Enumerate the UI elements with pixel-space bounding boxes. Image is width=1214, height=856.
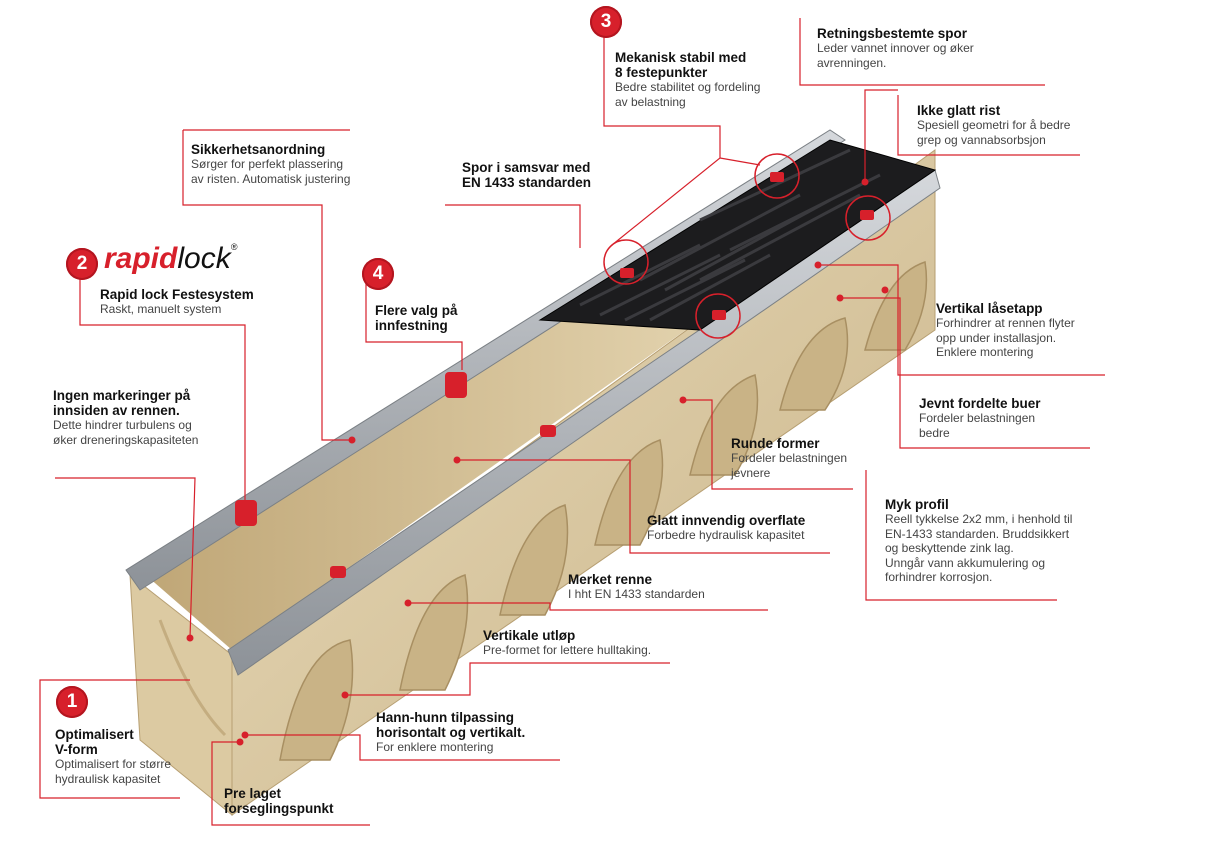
callout-hann-hunn: Hann-hunn tilpassing horisontalt og vert… (376, 710, 525, 755)
callout-desc: Fordeler belastningen jevnere (731, 451, 848, 480)
badge-2: 2 (66, 248, 98, 280)
channel-end-face (129, 573, 233, 817)
callout-title: Optimalisert V-form (55, 727, 134, 757)
callout-desc: Dette hindrer turbulens og øker drenerin… (53, 418, 199, 447)
callout-desc: Raskt, manuelt system (100, 302, 222, 316)
callout-desc: Reell tykkelse 2x2 mm, i henhold til EN-… (885, 512, 1073, 584)
callout-rapid-lock: Rapid lock Festesystem Raskt, manuelt sy… (100, 287, 254, 317)
callout-title: Myk profil (885, 497, 949, 512)
callout-desc: Fordeler belastningen bedre (919, 411, 1036, 440)
callout-myk-profil: Myk profil Reell tykkelse 2x2 mm, i henh… (885, 497, 1072, 585)
callout-title: Ingen markeringer på innsiden av rennen. (53, 388, 191, 418)
callout-title: Runde former (731, 436, 820, 451)
callout-desc: Sørger for perfekt plassering av risten.… (191, 157, 351, 186)
callout-title: Vertikal låsetapp (936, 301, 1043, 316)
callout-title: Spor i samsvar med EN 1433 standarden (462, 160, 592, 190)
callout-title: Hann-hunn tilpassing horisontalt og vert… (376, 710, 526, 740)
leader-dots (186, 178, 889, 746)
callout-title: Vertikale utløp (483, 628, 576, 643)
leader-lines (39, 15, 1105, 826)
logo-part-a: rapid (104, 242, 178, 275)
red-clips (235, 172, 874, 578)
grate (538, 139, 937, 331)
callout-vertikal-laasetapp: Vertikal låsetapp Forhindrer at rennen f… (936, 301, 1075, 360)
callout-runde-former: Runde former Fordeler belastningen jevne… (731, 436, 847, 480)
callout-desc: Optimalisert for større hydraulisk kapas… (55, 757, 172, 786)
callout-desc: Forbedre hydraulisk kapasitet (647, 528, 805, 542)
callout-title: Mekanisk stabil med 8 festepunkter (615, 50, 747, 80)
callout-spor-en1433: Spor i samsvar med EN 1433 standarden (462, 160, 591, 190)
rapidlock-logo: rapidlock® (104, 242, 237, 276)
callout-desc: Bedre stabilitet og fordeling av belastn… (615, 80, 761, 109)
channel-inner-trough (140, 320, 700, 650)
badge-1: 1 (56, 686, 88, 718)
callout-desc: I hht EN 1433 standarden (568, 587, 705, 601)
callout-title: Retningsbestemte spor (817, 26, 968, 41)
callout-desc: For enklere montering (376, 740, 494, 754)
callout-retningsbestemte-spor: Retningsbestemte spor Leder vannet innov… (817, 26, 974, 70)
callout-title: Glatt innvendig overflate (647, 513, 806, 528)
grate-slots (579, 148, 881, 322)
callout-pre-laget: Pre laget forseglingspunkt (224, 786, 334, 816)
callout-title: Jevnt fordelte buer (919, 396, 1041, 411)
callout-ingen-markeringer: Ingen markeringer på innsiden av rennen.… (53, 388, 198, 447)
highlight-circles (603, 153, 891, 339)
badge-3: 3 (590, 6, 622, 38)
callout-desc: Forhindrer at rennen flyter opp under in… (936, 316, 1075, 359)
callout-title: Ikke glatt rist (917, 103, 1001, 118)
callout-vertikale-utlop: Vertikale utløp Pre-formet for lettere h… (483, 628, 651, 658)
logo-part-b: lock (177, 242, 231, 275)
callout-desc: Leder vannet innover og øker avrenningen… (817, 41, 974, 70)
callout-title: Sikkerhetsanordning (191, 142, 326, 157)
callout-desc: Pre-formet for lettere hulltaking. (483, 643, 652, 657)
logo-mark: ® (230, 242, 238, 252)
callout-sikkerhetsanordning: Sikkerhetsanordning Sørger for perfekt p… (191, 142, 350, 186)
callout-optimalisert-v-form: Optimalisert V-form Optimalisert for stø… (55, 727, 171, 786)
callout-desc: Spesiell geometri for å bedre grep og va… (917, 118, 1071, 147)
callout-ikke-glatt-rist: Ikke glatt rist Spesiell geometri for å … (917, 103, 1070, 147)
callout-merket-renne: Merket renne I hht EN 1433 standarden (568, 572, 705, 602)
channel-arches (279, 261, 928, 761)
callout-title: Pre laget forseglingspunkt (224, 786, 334, 816)
callout-flere-valg: Flere valg på innfestning (375, 303, 458, 333)
badge-4: 4 (362, 258, 394, 290)
callout-title: Merket renne (568, 572, 653, 587)
callout-title: Flere valg på innfestning (375, 303, 458, 333)
callout-mekanisk-stabil: Mekanisk stabil med 8 festepunkter Bedre… (615, 50, 760, 109)
callout-glatt-innvendig: Glatt innvendig overflate Forbedre hydra… (647, 513, 805, 543)
callout-title: Rapid lock Festesystem (100, 287, 254, 302)
callout-jevnt-fordelte-buer: Jevnt fordelte buer Fordeler belastninge… (919, 396, 1041, 440)
